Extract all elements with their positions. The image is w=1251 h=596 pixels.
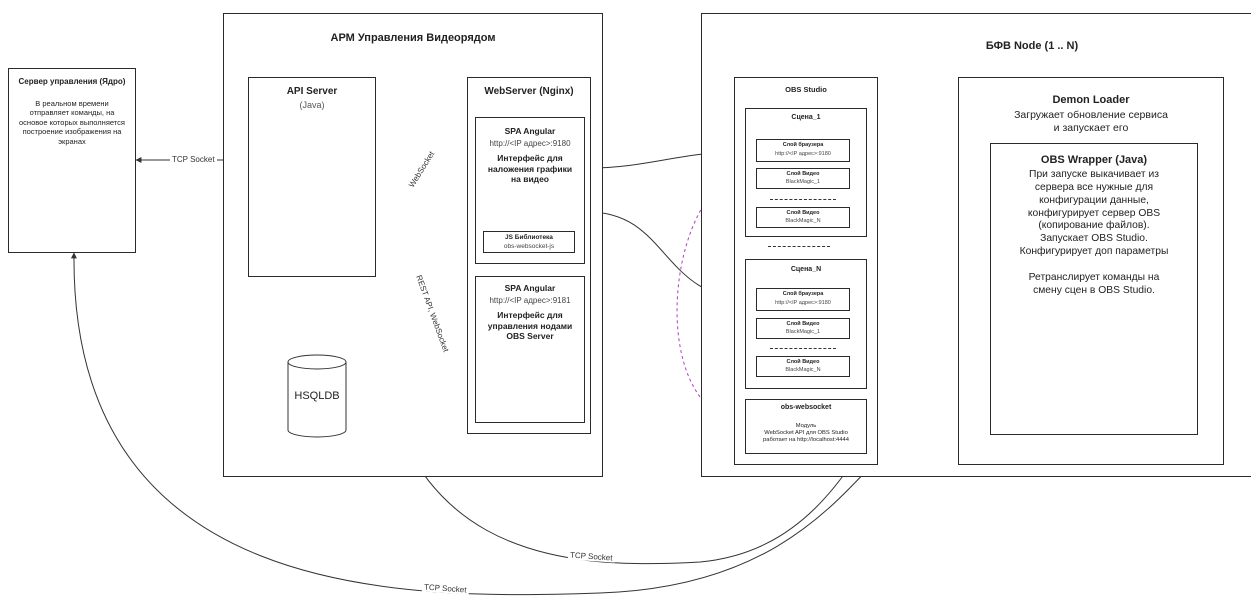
spa2-box: SPA Angular http://<IP адрес>:9181 Интер… [475, 276, 585, 423]
demon-loader-description: Загружает обновление сервиса и запускает… [1014, 109, 1168, 135]
scene1-video-layer-1-name: BlackMagic_1 [785, 179, 821, 185]
api-server-box: API Server (Java) [248, 77, 376, 277]
spa2-title: SPA Angular [504, 283, 556, 293]
obs-wrapper-box: OBS Wrapper (Java) При запуске выкачивае… [990, 143, 1198, 435]
spa1-address: http://<IP адрес>:9180 [489, 139, 571, 148]
scene1-title: Сцена_1 [791, 114, 821, 121]
hsqldb-cylinder [287, 354, 347, 438]
js-library-title: JS Библиотека [505, 234, 553, 241]
arm-title: АРМ Управления Видеорядом [330, 32, 496, 44]
demon-loader-title: Demon Loader [1052, 94, 1130, 106]
scene-n-browser-layer-title: Слой браузера [782, 291, 824, 297]
spa1-title: SPA Angular [504, 126, 556, 136]
spa2-description: Интерфейс для управления нодами OBS Serv… [487, 310, 573, 342]
scene-n-video-layer-n-title: Слой Видео [786, 359, 820, 365]
tcp-bottom-1-label: TCP Socket [567, 550, 615, 563]
obs-wrapper-description: При запуске выкачивает из сервера все ну… [1019, 169, 1169, 296]
scene1-video-layer-1-title: Слой Видео [786, 171, 820, 177]
scene1-browser-layer: Слой браузера http://<IP адрес>:9180 [756, 139, 850, 162]
scene1-layers-separator [770, 199, 836, 200]
scene-n-browser-layer-address: http://<IP адрес>:9180 [775, 300, 831, 306]
api-server-subtitle: (Java) [299, 100, 325, 110]
scene-n-title: Сцена_N [790, 266, 822, 273]
scene-n-browser-layer: Слой браузера http://<IP адрес>:9180 [756, 288, 850, 311]
scene1-browser-layer-address: http://<IP адрес>:9180 [775, 151, 831, 157]
core-server-description: В реальном времени отправляет команды, н… [19, 99, 125, 146]
scene-n-video-layer-1-title: Слой Видео [786, 321, 820, 327]
scenes-separator [768, 246, 830, 247]
scene1-video-layer-1: Слой Видео BlackMagic_1 [756, 168, 850, 189]
webserver-title: WebServer (Nginx) [484, 86, 574, 97]
scene-n-layers-separator [770, 348, 836, 349]
core-server-title: Сервер управления (Ядро) [18, 77, 126, 86]
js-library-box: JS Библиотека obs-websocket-js [483, 231, 575, 253]
scene1-video-layer-n-title: Слой Видео [786, 210, 820, 216]
scene-n-video-layer-n: Слой Видео BlackMagic_N [756, 356, 850, 377]
api-server-title: API Server [286, 86, 338, 97]
scene1-video-layer-n-name: BlackMagic_N [785, 218, 821, 224]
obs-websocket-title: obs-websocket [780, 404, 832, 411]
scene-n-video-layer-1-name: BlackMagic_1 [785, 329, 821, 335]
obs-websocket-box: obs-websocket Модуль WebSocket API для O… [745, 399, 867, 454]
spa1-description: Интерфейс для наложения графики на видео [487, 153, 573, 185]
scene-n-video-layer-n-name: BlackMagic_N [785, 367, 821, 373]
obs-wrapper-title: OBS Wrapper (Java) [1040, 154, 1148, 166]
tcp-core-api-label: TCP Socket [170, 155, 217, 164]
js-library-name: obs-websocket-js [503, 243, 555, 250]
hsqldb-label: HSQLDB [294, 390, 340, 402]
spa2-address: http://<IP адрес>:9181 [489, 296, 571, 305]
scene1-video-layer-n: Слой Видео BlackMagic_N [756, 207, 850, 228]
scene-n-video-layer-1: Слой Видео BlackMagic_1 [756, 318, 850, 339]
core-server-box: Сервер управления (Ядро) В реальном врем… [8, 68, 136, 253]
tcp-bottom-2-label: TCP Socket [421, 582, 469, 595]
scene1-browser-layer-title: Слой браузера [782, 142, 824, 148]
obs-studio-title: OBS Studio [785, 85, 827, 94]
bfv-title: БФВ Node (1 .. N) [985, 40, 1079, 52]
obs-websocket-description: Модуль WebSocket API для OBS Studio рабо… [763, 423, 849, 444]
